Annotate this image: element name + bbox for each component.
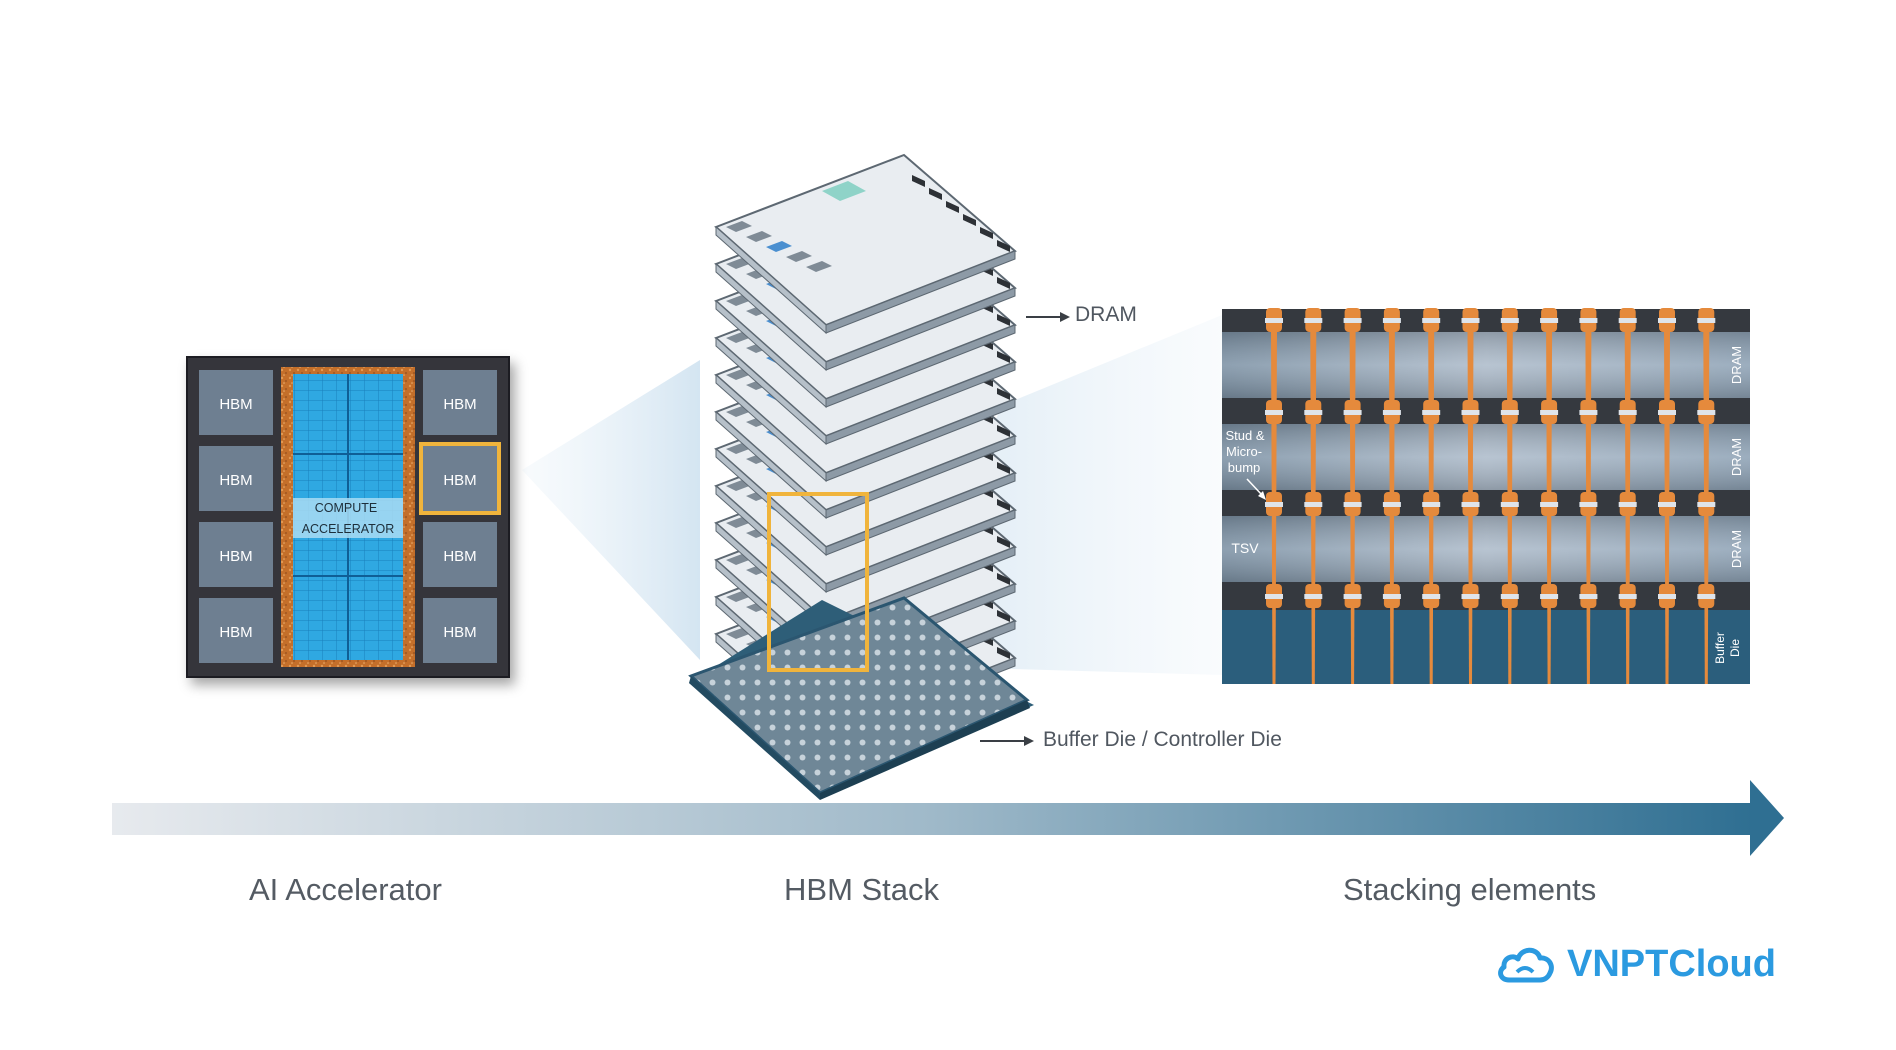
panel-buffer-label-line2: Die (1728, 639, 1742, 657)
cloud-icon (1498, 947, 1554, 983)
svg-text:HBM: HBM (443, 472, 476, 489)
tsv-column (1461, 308, 1480, 684)
buffer-die-annotation: Buffer Die / Controller Die (1043, 728, 1282, 751)
caption-ai-accelerator: AI Accelerator (249, 872, 442, 907)
svg-text:HBM: HBM (219, 548, 252, 565)
stud-label-line2: Micro- (1226, 444, 1262, 459)
buffer-die-layer (1222, 610, 1750, 684)
tsv-column (1382, 308, 1401, 684)
svg-text:HBM: HBM (219, 624, 252, 641)
svg-text:HBM: HBM (219, 396, 252, 413)
svg-text:HBM: HBM (219, 472, 252, 489)
stud-label-line3: bump (1228, 460, 1261, 475)
ai-accelerator-chip: COMPUTE ACCELERATOR HBM HBM HBM HBM HBM … (186, 356, 510, 678)
buffer-pointer-arrow (980, 736, 1034, 746)
tsv-column (1343, 308, 1362, 684)
tsv-column (1500, 308, 1519, 684)
svg-text:HBM: HBM (443, 548, 476, 565)
stud-label-line1: Stud & (1225, 428, 1264, 443)
stacking-elements-panel (1222, 308, 1750, 684)
tsv-column (1579, 308, 1598, 684)
hbm-tile: HBM (199, 446, 273, 511)
hbm-tile: HBM (423, 598, 497, 663)
dram-annotation: DRAM (1075, 303, 1137, 326)
hbm-tile: HBM (423, 370, 497, 435)
tsv-column (1697, 308, 1716, 684)
brand-name: VNPTCloud (1567, 942, 1776, 985)
dram-pointer-arrow (1026, 312, 1070, 322)
hbm-tile: HBM (199, 598, 273, 663)
dram-die-layer (714, 153, 1017, 335)
hbm-tile: HBM (199, 522, 273, 587)
zoom-cone-left (522, 360, 700, 660)
hbm-tile: HBM (199, 370, 273, 435)
compute-die (293, 374, 403, 660)
panel-buffer-label-line1: Buffer (1713, 632, 1727, 664)
stack-highlight-box (767, 492, 869, 672)
hbm-tile: HBM (423, 522, 497, 587)
panel-dram-label: DRAM (1729, 530, 1744, 568)
tsv-column (1304, 308, 1323, 684)
progression-arrow (112, 780, 1784, 856)
panel-dram-label: DRAM (1729, 438, 1744, 476)
compute-label-line1: COMPUTE (315, 501, 378, 515)
caption-hbm-stack: HBM Stack (784, 872, 940, 907)
compute-label-line2: ACCELERATOR (302, 522, 395, 536)
tsv-column (1658, 308, 1676, 684)
tsv-column (1540, 308, 1559, 684)
stud-pointer (1246, 478, 1266, 500)
tsv-column (1265, 308, 1283, 684)
svg-text:HBM: HBM (443, 624, 476, 641)
panel-dram-label: DRAM (1729, 346, 1744, 384)
tsv-column (1422, 308, 1441, 684)
caption-stacking-elements: Stacking elements (1343, 872, 1597, 907)
tsv-label: TSV (1231, 540, 1259, 556)
vnpt-cloud-logo: VNPTCloud (1495, 942, 1776, 986)
buffer-die-base (688, 596, 1034, 800)
hbm-tile-highlighted: HBM (419, 442, 501, 515)
svg-text:HBM: HBM (443, 396, 476, 413)
tsv-column (1618, 308, 1637, 684)
